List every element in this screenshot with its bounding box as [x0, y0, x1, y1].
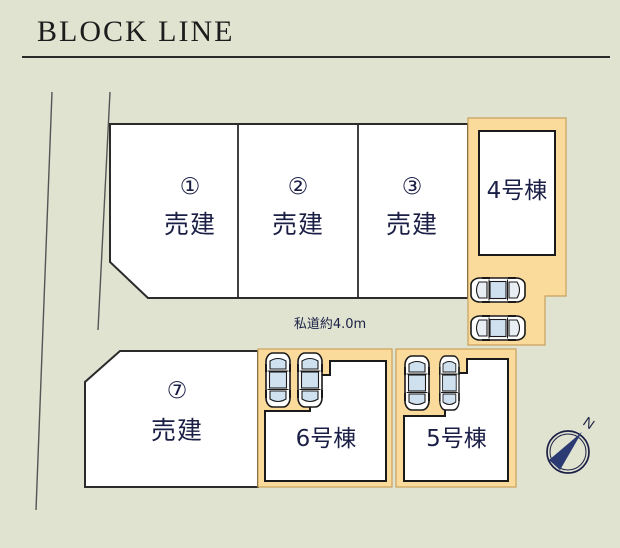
street-boundary-lines — [35, 91, 111, 511]
building-6-label: 6号棟 — [295, 426, 357, 452]
lot-1-number: ① — [179, 174, 201, 200]
lot-7-number: ⑦ — [166, 378, 188, 404]
building-4-label: 4号棟 — [486, 178, 548, 204]
compass-rose: N — [546, 413, 598, 474]
bottom-lot-7 — [84, 350, 259, 488]
lot-3-kind: 売建 — [385, 210, 438, 239]
top-row-block — [109, 123, 469, 299]
lot-3-number: ③ — [401, 174, 423, 200]
building-5-label: 5号棟 — [426, 426, 487, 452]
lot-2-number: ② — [287, 174, 309, 200]
title-block: BLOCK LINE — [0, 0, 620, 70]
lot-1-kind: 売建 — [163, 210, 216, 239]
page-title: BLOCK LINE — [37, 15, 235, 48]
private-road-label: 私道約4.0m — [293, 317, 367, 332]
lot-7-kind: 売建 — [150, 416, 203, 445]
lot-2-kind: 売建 — [271, 210, 324, 239]
parcel-4 — [467, 117, 567, 346]
title-divider — [22, 56, 610, 58]
compass-north-label: N — [580, 413, 597, 432]
